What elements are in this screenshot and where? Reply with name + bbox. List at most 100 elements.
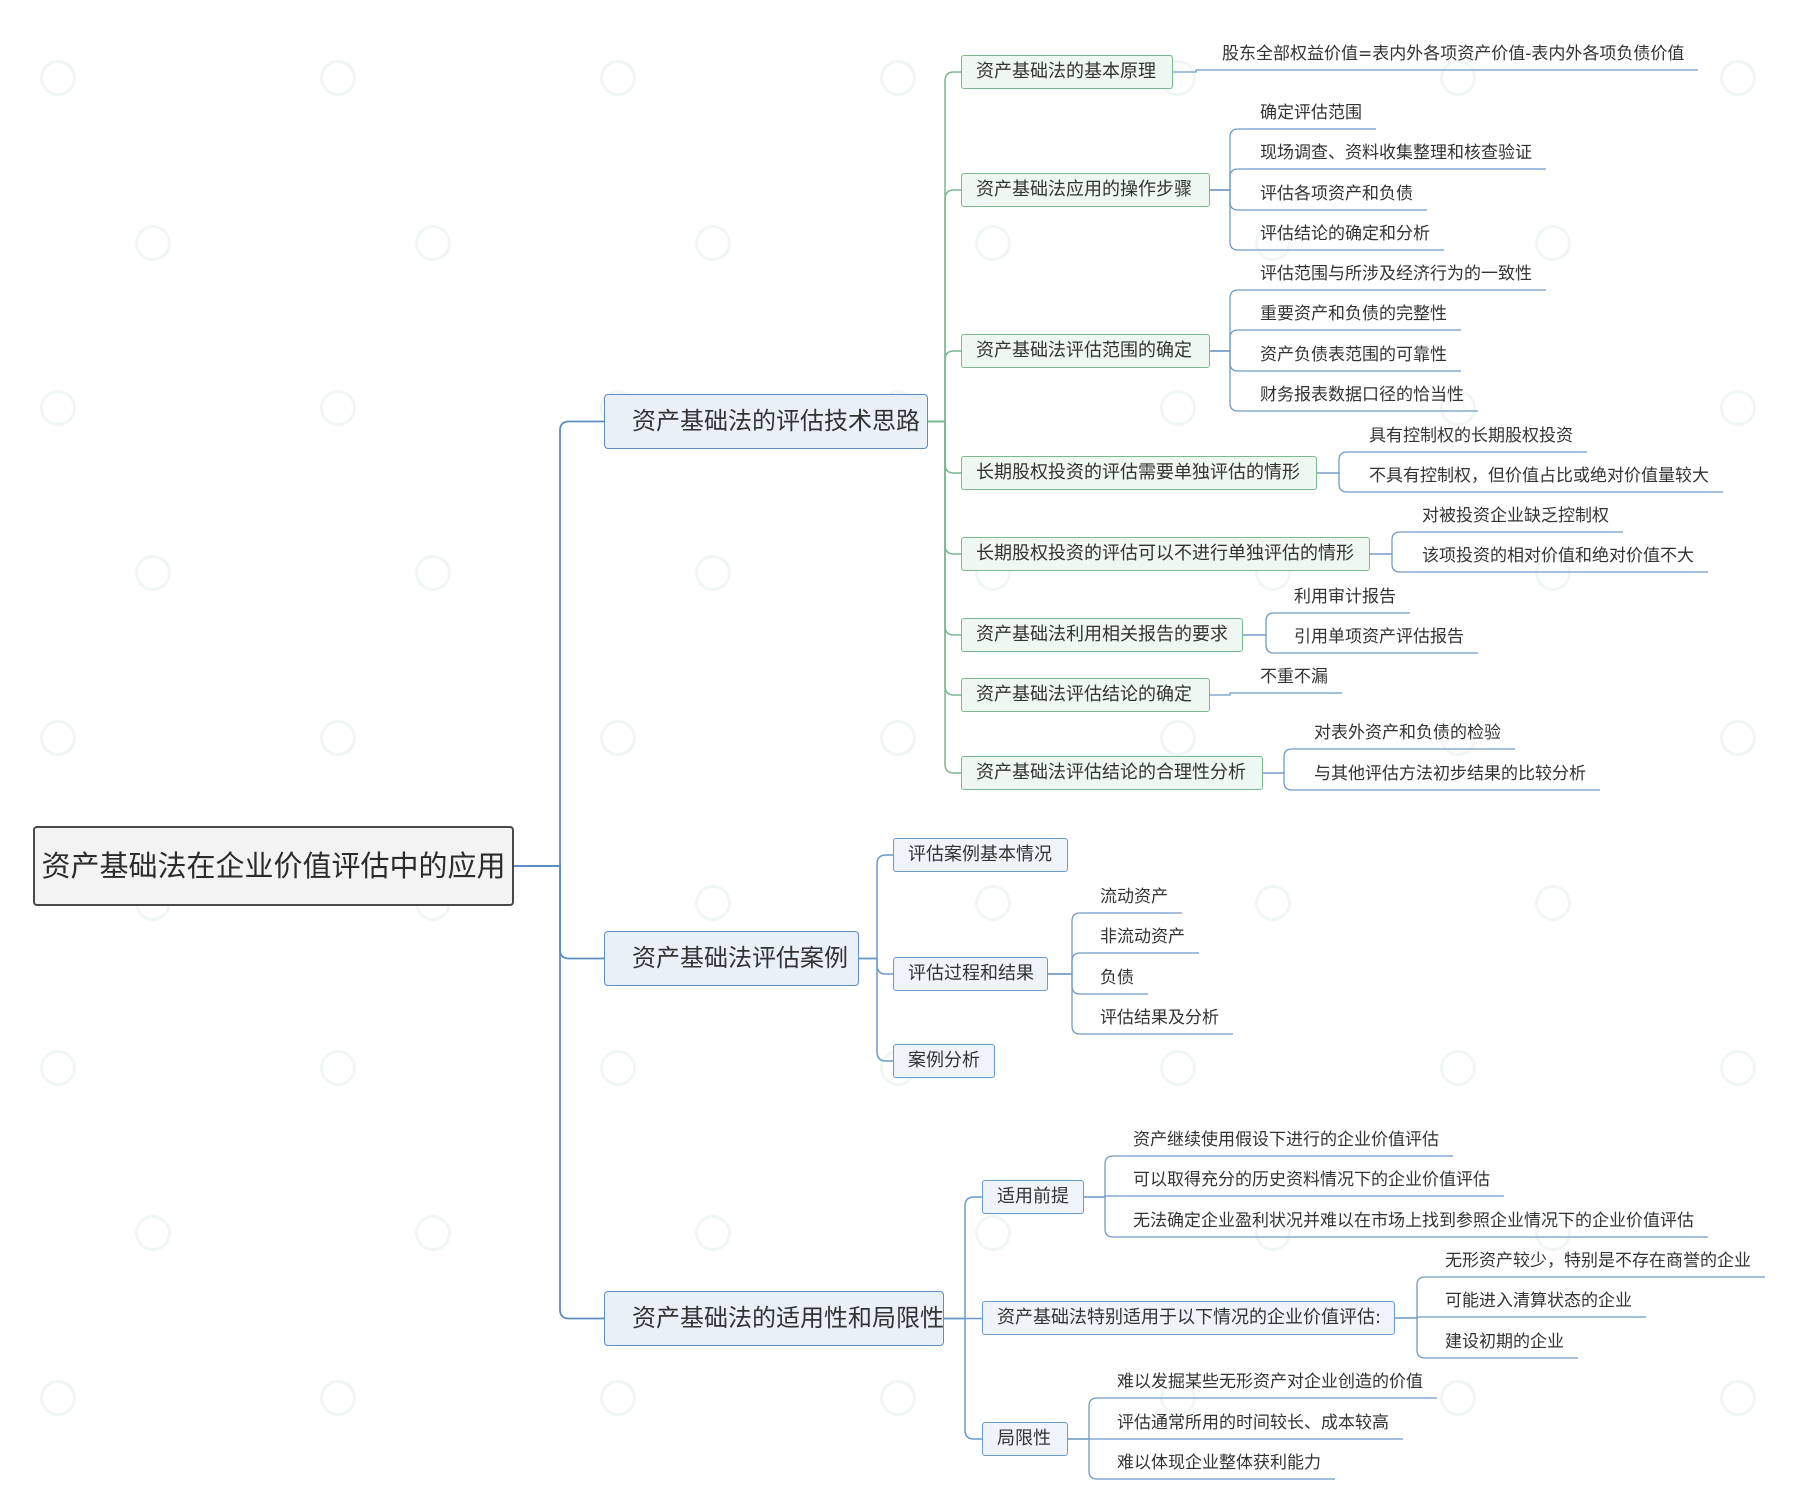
connector — [1084, 1195, 1504, 1198]
branch-applicability[interactable]: 资产基础法的适用性和局限性 — [604, 1291, 944, 1346]
watermark-logo-icon — [975, 1215, 1011, 1251]
watermark-logo-icon — [880, 720, 916, 756]
watermark-logo-icon — [695, 225, 731, 261]
sub-equity-not-separate[interactable]: 长期股权投资的评估可以不进行单独评估的情形 — [961, 537, 1370, 571]
watermark-logo-icon — [880, 1380, 916, 1416]
watermark-logo-icon — [320, 720, 356, 756]
connector — [944, 1196, 982, 1320]
watermark-logo-icon — [415, 555, 451, 591]
watermark-logo-icon — [880, 60, 916, 96]
watermark-logo-icon — [600, 1050, 636, 1086]
leaf-report-2: 引用单项资产评估报告 — [1294, 627, 1464, 647]
leaf-step-2: 现场调查、资料收集整理和核查验证 — [1260, 143, 1532, 163]
leaf-reasonable-1: 对表外资产和负债的检验 — [1314, 723, 1501, 743]
watermark-logo-icon — [1720, 1380, 1756, 1416]
leaf-noncurrent-assets: 非流动资产 — [1100, 927, 1185, 947]
leaf-scope-3: 资产负债表范围的可靠性 — [1260, 345, 1447, 365]
watermark-logo-icon — [975, 225, 1011, 261]
watermark-logo-icon — [415, 225, 451, 261]
watermark-logo-icon — [40, 60, 76, 96]
connector — [944, 1317, 982, 1440]
watermark-logo-icon — [320, 1380, 356, 1416]
leaf-premise-1: 资产继续使用假设下进行的企业价值评估 — [1133, 1130, 1439, 1150]
sub-operation-steps[interactable]: 资产基础法应用的操作步骤 — [961, 173, 1210, 207]
watermark-logo-icon — [415, 1215, 451, 1251]
leaf-limit-3: 难以体现企业整体获利能力 — [1117, 1453, 1321, 1473]
leaf-suitable-1: 无形资产较少，特别是不存在商誉的企业 — [1445, 1251, 1751, 1271]
leaf-step-3: 评估各项资产和负债 — [1260, 184, 1413, 204]
leaf-equity-not-separate-1: 对被投资企业缺乏控制权 — [1422, 506, 1609, 526]
sub-equity-separate[interactable]: 长期股权投资的评估需要单独评估的情形 — [961, 456, 1317, 490]
sub-related-reports[interactable]: 资产基础法利用相关报告的要求 — [961, 618, 1243, 652]
connector — [1395, 1316, 1646, 1319]
leaf-scope-2: 重要资产和负债的完整性 — [1260, 304, 1447, 324]
leaf-suitable-3: 建设初期的企业 — [1445, 1332, 1564, 1352]
branch-case[interactable]: 资产基础法评估案例 — [604, 931, 859, 986]
sub-case-basic[interactable]: 评估案例基本情况 — [893, 838, 1068, 872]
leaf-reasonable-2: 与其他评估方法初步结果的比较分析 — [1314, 764, 1586, 784]
leaf-current-assets: 流动资产 — [1100, 887, 1168, 907]
watermark-logo-icon — [40, 720, 76, 756]
connector — [859, 957, 893, 975]
watermark-logo-icon — [1160, 1050, 1196, 1086]
watermark-logo-icon — [600, 720, 636, 756]
connector — [928, 350, 961, 423]
watermark-logo-icon — [40, 1380, 76, 1416]
watermark-logo-icon — [320, 1050, 356, 1086]
sub-scope[interactable]: 资产基础法评估范围的确定 — [961, 334, 1210, 368]
leaf-principle-formula: 股东全部权益价值=表内外各项资产价值-表内外各项负债价值 — [1222, 44, 1685, 64]
connector — [928, 420, 961, 474]
connector — [928, 71, 961, 423]
connector — [514, 420, 604, 867]
sub-reasonableness[interactable]: 资产基础法评估结论的合理性分析 — [961, 756, 1263, 790]
leaf-report-1: 利用审计报告 — [1294, 587, 1396, 607]
watermark-logo-icon — [1720, 720, 1756, 756]
watermark-logo-icon — [135, 225, 171, 261]
connector — [859, 957, 893, 1062]
connector — [1210, 692, 1342, 696]
sub-case-analysis[interactable]: 案例分析 — [893, 1044, 995, 1078]
sub-case-process[interactable]: 评估过程和结果 — [893, 957, 1048, 991]
watermark-logo-icon — [695, 555, 731, 591]
connector — [928, 420, 961, 636]
watermark-logo-icon — [1440, 1380, 1476, 1416]
leaf-scope-1: 评估范围与所涉及经济行为的一致性 — [1260, 264, 1532, 284]
watermark-logo-icon — [135, 555, 171, 591]
leaf-limit-2: 评估通常所用的时间较长、成本较高 — [1117, 1413, 1389, 1433]
connector — [859, 854, 893, 960]
watermark-logo-icon — [1535, 225, 1571, 261]
watermark-logo-icon — [975, 885, 1011, 921]
watermark-logo-icon — [40, 390, 76, 426]
connector — [514, 865, 604, 960]
connector — [928, 420, 961, 696]
watermark-logo-icon — [135, 1215, 171, 1251]
sub-conclusion[interactable]: 资产基础法评估结论的确定 — [961, 678, 1210, 712]
leaf-liabilities: 负债 — [1100, 968, 1134, 988]
branch-technical-approach[interactable]: 资产基础法的评估技术思路 — [604, 394, 928, 449]
leaf-equity-separate-1: 具有控制权的长期股权投资 — [1369, 426, 1573, 446]
sub-limitations[interactable]: 局限性 — [982, 1422, 1068, 1456]
connector — [928, 189, 961, 423]
sub-especially-suitable[interactable]: 资产基础法特别适用于以下情况的企业价值评估: — [982, 1301, 1395, 1335]
leaf-step-1: 确定评估范围 — [1260, 103, 1362, 123]
watermark-logo-icon — [1720, 390, 1756, 426]
sub-basic-principle[interactable]: 资产基础法的基本原理 — [961, 55, 1173, 89]
leaf-limit-1: 难以发掘某些无形资产对企业创造的价值 — [1117, 1372, 1423, 1392]
leaf-scope-4: 财务报表数据口径的恰当性 — [1260, 385, 1464, 405]
connector — [1173, 69, 1698, 73]
watermark-logo-icon — [1160, 390, 1196, 426]
watermark-logo-icon — [320, 60, 356, 96]
watermark-logo-icon — [320, 390, 356, 426]
root-node[interactable]: 资产基础法在企业价值评估中的应用 — [33, 826, 514, 906]
leaf-equity-separate-2: 不具有控制权，但价值占比或绝对价值量较大 — [1369, 466, 1709, 486]
leaf-result-analysis: 评估结果及分析 — [1100, 1008, 1219, 1028]
watermark-logo-icon — [695, 885, 731, 921]
leaf-equity-not-separate-2: 该项投资的相对价值和绝对价值不大 — [1422, 546, 1694, 566]
leaf-premise-2: 可以取得充分的历史资料情况下的企业价值评估 — [1133, 1170, 1490, 1190]
connector — [928, 420, 961, 555]
watermark-logo-icon — [1160, 720, 1196, 756]
leaf-premise-3: 无法确定企业盈利状况并难以在市场上找到参照企业情况下的企业价值评估 — [1133, 1211, 1694, 1231]
watermark-logo-icon — [1255, 885, 1291, 921]
watermark-logo-icon — [40, 1050, 76, 1086]
sub-premise[interactable]: 适用前提 — [982, 1180, 1084, 1214]
